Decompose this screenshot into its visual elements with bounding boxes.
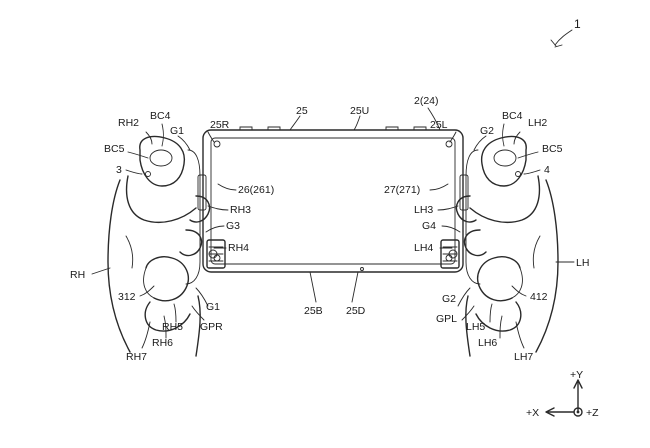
label-axis-x: +X [526, 407, 539, 419]
label-LH7: LH7 [514, 351, 533, 363]
label-RH5: RH5 [162, 321, 183, 333]
label-RH7: RH7 [126, 351, 147, 363]
figure-labels: 1 2(24) 25 25U 25R 25L RH2 BC4 G1 BC5 3 … [70, 17, 599, 419]
label-26: 26(261) [238, 184, 274, 196]
label-GPR: GPR [200, 321, 223, 333]
label-412: 412 [530, 291, 548, 303]
label-G2-top: G2 [480, 125, 494, 137]
label-25U: 25U [350, 105, 369, 117]
label-LH: LH [576, 257, 589, 269]
grip-left [465, 149, 481, 285]
leader-lines [91, 29, 575, 349]
label-LH2: LH2 [528, 117, 547, 129]
right-hand-drawing [107, 135, 211, 357]
label-3: 3 [116, 164, 122, 176]
label-G3: G3 [226, 220, 240, 232]
label-RH6: RH6 [152, 337, 173, 349]
label-27: 27(271) [384, 184, 420, 196]
label-25R: 25R [210, 119, 230, 131]
label-axis-z: +Z [586, 407, 599, 419]
label-25D: 25D [346, 305, 366, 317]
label-BC5-right: BC5 [104, 143, 125, 155]
label-25: 25 [296, 105, 308, 117]
device-body [197, 126, 469, 273]
label-LH5: LH5 [466, 321, 485, 333]
label-G4: G4 [422, 220, 436, 232]
label-25B: 25B [304, 305, 323, 317]
label-LH6: LH6 [478, 337, 497, 349]
label-RH3: RH3 [230, 204, 251, 216]
label-RH4: RH4 [228, 242, 249, 254]
label-RH2: RH2 [118, 117, 139, 129]
label-2-24: 2(24) [414, 95, 439, 107]
label-G1-bottom: G1 [206, 301, 220, 313]
label-BC5-left: BC5 [542, 143, 563, 155]
label-RH: RH [70, 269, 85, 281]
label-BC4-right: BC4 [150, 110, 171, 122]
axis-indicator [545, 379, 583, 417]
label-BC4-left: BC4 [502, 110, 523, 122]
label-25L: 25L [430, 119, 448, 131]
grip-right [185, 149, 201, 285]
label-G1-top: G1 [170, 125, 184, 137]
label-LH3: LH3 [414, 204, 433, 216]
label-axis-y: +Y [570, 369, 583, 381]
label-LH4: LH4 [414, 242, 433, 254]
label-4: 4 [544, 164, 550, 176]
label-figure-ref: 1 [574, 17, 581, 31]
label-GPL: GPL [436, 313, 457, 325]
label-312: 312 [118, 291, 136, 303]
label-G2-bottom: G2 [442, 293, 456, 305]
